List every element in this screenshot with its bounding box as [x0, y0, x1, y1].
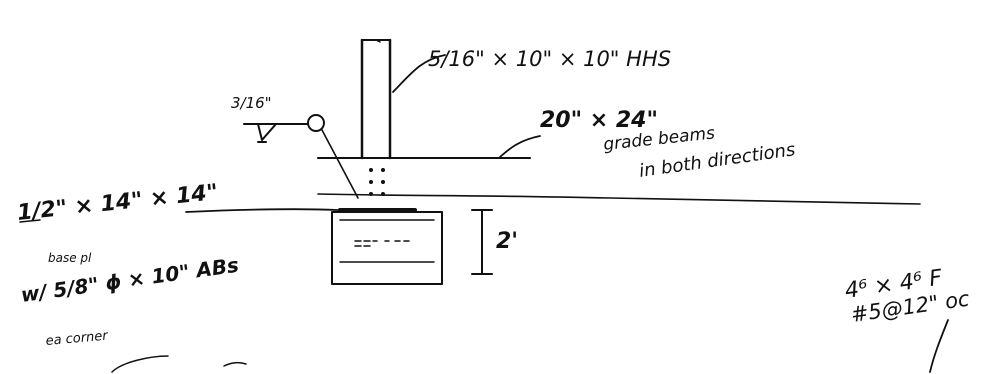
base-plate-underline	[19, 219, 41, 223]
hidden-column-dots	[369, 168, 385, 196]
rebar-leader	[929, 319, 949, 373]
footing	[331, 208, 443, 285]
depth-label: 2'	[496, 229, 518, 254]
base-plate-leader	[185, 208, 339, 213]
weld-size-label: 3/16"	[231, 94, 272, 112]
grade-beam-size-label: 20" × 24"	[540, 108, 658, 133]
hhs-column	[360, 38, 392, 160]
base-plate-note: base pl	[48, 251, 92, 265]
depth-dimension	[471, 209, 493, 275]
anchor-bolts-note: ea corner	[45, 328, 110, 349]
sketch-fragment-2	[223, 361, 247, 367]
weld-symbol	[243, 114, 359, 199]
grade-beam	[317, 157, 921, 205]
sketch-fragment	[111, 355, 169, 373]
base-plate-label: 1/2" × 14" × 14"	[16, 180, 219, 226]
hhs-label: 5/16" × 10" × 10" HHS	[428, 47, 671, 71]
hhs-leader	[392, 54, 446, 93]
grade-beam-leader	[499, 135, 541, 158]
